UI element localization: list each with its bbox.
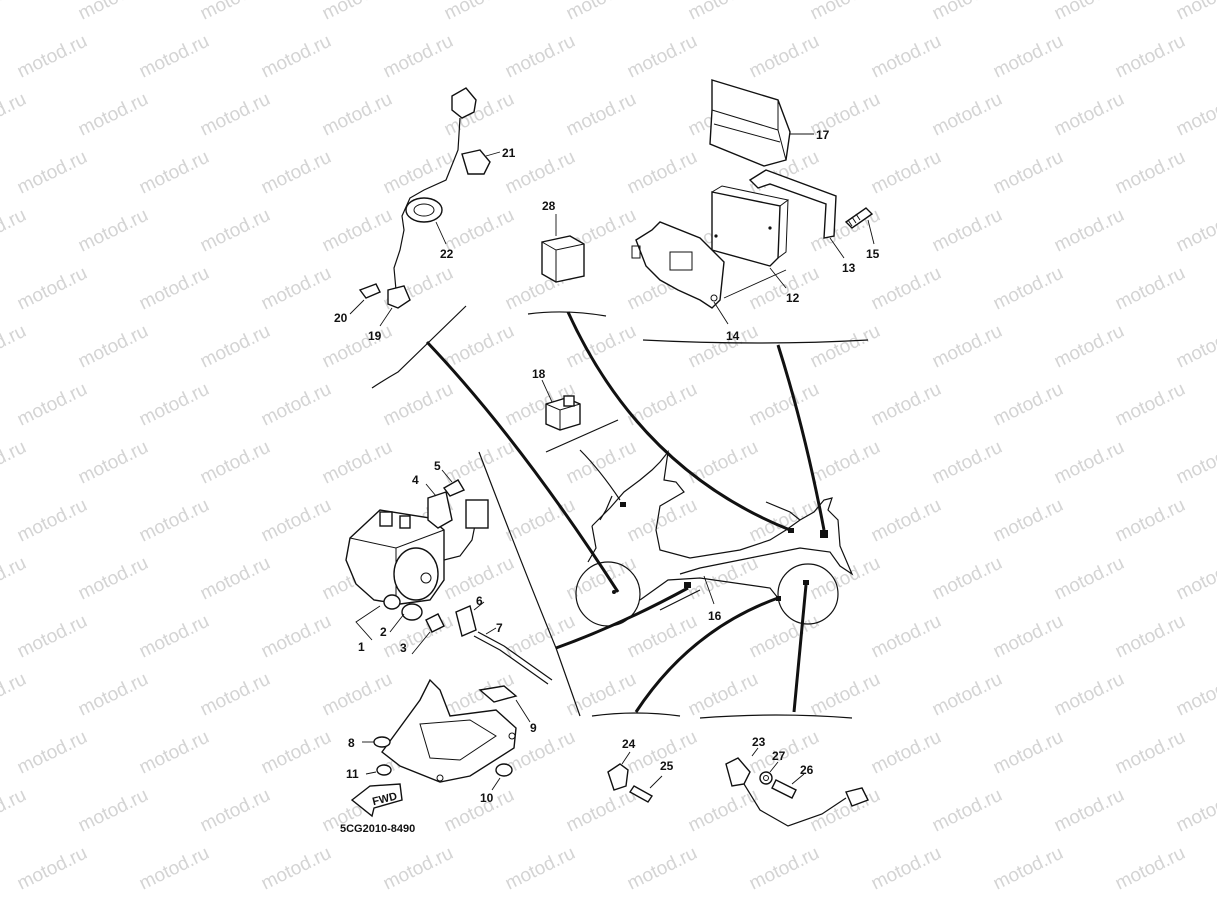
part-19-sensor bbox=[379, 87, 477, 327]
part-25-bolt bbox=[628, 775, 663, 803]
callout-16: 16 bbox=[708, 609, 722, 623]
callout-1: 1 bbox=[358, 640, 365, 654]
callout-3: 3 bbox=[400, 641, 407, 655]
part-13-bracket bbox=[748, 169, 845, 259]
callout-12: 12 bbox=[786, 291, 800, 305]
callout-9: 9 bbox=[530, 721, 537, 735]
part-3-fitting bbox=[411, 613, 445, 655]
part-21-clip bbox=[461, 149, 501, 175]
callout-19: 19 bbox=[368, 329, 382, 343]
part-12-control-unit bbox=[711, 185, 790, 289]
part-4-bracket bbox=[425, 483, 453, 529]
part-26-bolt bbox=[771, 773, 805, 799]
group-brackets bbox=[371, 305, 869, 719]
part-27-washer bbox=[759, 761, 779, 785]
part-18-relay bbox=[541, 379, 581, 431]
part-28-relay bbox=[541, 214, 585, 283]
callout-11: 11 bbox=[346, 767, 359, 781]
callout-2: 2 bbox=[380, 625, 387, 639]
fwd-label: FWD bbox=[371, 790, 398, 808]
part-8-grommet bbox=[362, 736, 391, 748]
part-2-fitting bbox=[355, 594, 423, 641]
callout-14: 14 bbox=[726, 329, 740, 343]
fwd-arrow bbox=[350, 783, 403, 818]
part-11-nut bbox=[365, 764, 392, 776]
part-7-pipe bbox=[473, 627, 553, 685]
callout-10: 10 bbox=[480, 791, 494, 805]
part-5-bolt bbox=[441, 469, 466, 497]
part-10-nut bbox=[491, 763, 513, 791]
part-15-bolt bbox=[844, 207, 875, 245]
part-24-sensor bbox=[607, 751, 631, 791]
callout-13: 13 bbox=[842, 261, 856, 275]
part-6-bolt bbox=[455, 601, 485, 637]
part-1-hydraulic-unit bbox=[345, 499, 489, 605]
callout-24: 24 bbox=[622, 737, 636, 751]
part-20-bolt bbox=[349, 283, 381, 315]
callout-15: 15 bbox=[866, 247, 880, 261]
callout-7: 7 bbox=[496, 621, 503, 635]
callout-20: 20 bbox=[334, 311, 348, 325]
part-bracket-plate bbox=[381, 678, 517, 783]
part-22-clamp bbox=[405, 197, 447, 245]
callout-5: 5 bbox=[434, 459, 441, 473]
callout-6: 6 bbox=[476, 594, 483, 608]
callout-labels: 1 2 3 4 5 6 7 8 9 10 11 12 13 14 15 16 1… bbox=[334, 128, 880, 805]
callout-8: 8 bbox=[348, 736, 355, 750]
diagram-code: 5CG2010-8490 bbox=[340, 823, 415, 835]
part-9-pad bbox=[478, 685, 531, 723]
motorcycle-outline bbox=[575, 449, 854, 627]
part-14-bracket bbox=[631, 221, 787, 325]
callout-21: 21 bbox=[502, 146, 516, 160]
part-17-unit bbox=[709, 79, 814, 167]
callout-26: 26 bbox=[800, 763, 814, 777]
callout-27: 27 bbox=[772, 749, 786, 763]
part-23-sensor bbox=[725, 747, 869, 827]
callout-18: 18 bbox=[532, 367, 546, 381]
callout-25: 25 bbox=[660, 759, 674, 773]
callout-28: 28 bbox=[542, 199, 556, 213]
callout-23: 23 bbox=[752, 735, 766, 749]
callout-17: 17 bbox=[816, 128, 830, 142]
callout-4: 4 bbox=[412, 473, 419, 487]
callout-22: 22 bbox=[440, 247, 454, 261]
